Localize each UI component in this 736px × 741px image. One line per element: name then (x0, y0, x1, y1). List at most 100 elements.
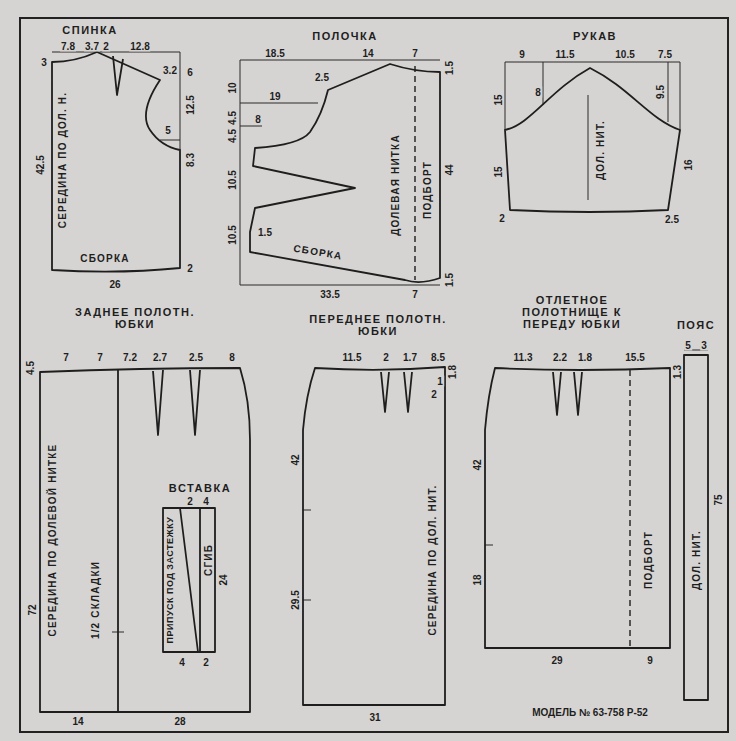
dimension-number: 4 (202, 496, 210, 507)
reference-line (52, 52, 708, 632)
pattern-piece: ПОЯСДОЛ. НИТ. (678, 312, 726, 704)
fold-dashed-line (629, 370, 630, 648)
pattern-outline (113, 56, 123, 95)
dimension-number: 26 (108, 279, 121, 290)
pattern-outline (303, 367, 445, 705)
dimension-number: 2 (498, 213, 506, 224)
sheet-frame (20, 18, 728, 732)
piece-title: ОТЛЕТНОЕ ПОЛОТНИЩЕ К ПЕРЕДУ ЮБКИ (509, 294, 636, 330)
dimension-number: 7.5 (657, 49, 673, 60)
dimension-number: 18 (472, 573, 483, 586)
reference-line (240, 60, 440, 61)
pattern-outline (199, 508, 201, 652)
piece-title: ЗАДНЕЕ ПОЛОТН. ЮБКИ (59, 306, 211, 330)
dimension-number: 10.5 (227, 169, 238, 190)
piece-title: ПЕРЕДНЕЕ ПОЛОТН. ЮБКИ (302, 313, 454, 337)
pattern-outline (180, 508, 198, 652)
piece-note: СБОРКА (79, 253, 130, 264)
dimension-number: 10.5 (614, 49, 635, 60)
dimension-number: 4.5 (227, 110, 238, 126)
pattern-piece: ВСТАВКАПРИПУСК ПОД ЗАСТЕЖКУСГИБ (155, 480, 243, 670)
reference-line (180, 52, 181, 150)
pattern-outline (505, 68, 680, 212)
piece-title: ВСТАВКА (159, 482, 241, 494)
dimension-number: 2.5 (188, 352, 204, 363)
dimension-number: 12.8 (129, 41, 150, 52)
dimension-number: 16 (683, 158, 694, 171)
dimension-number: 8 (228, 352, 236, 363)
dimension-number: 1 (436, 376, 444, 387)
dimension-number: 5 (684, 340, 692, 351)
pattern-outline (117, 370, 119, 712)
reference-line (668, 62, 669, 122)
pattern-outline (163, 508, 215, 652)
pattern-outline (40, 368, 250, 712)
reference-line (240, 60, 241, 285)
dimension-number: 42 (290, 453, 301, 466)
pattern-outline (485, 368, 670, 648)
reference-line (588, 95, 589, 200)
dimension-number: 18.5 (264, 48, 285, 59)
dimension-number: 1.7 (402, 352, 418, 363)
dimension-number: 1.3 (672, 364, 683, 380)
model-caption: МОДЕЛЬ № 63-758 Р-52 (531, 707, 649, 718)
reference-line (52, 52, 180, 53)
dimension-number: 8 (254, 114, 262, 125)
dimension-number: 5 (164, 125, 172, 136)
pattern-outline (190, 370, 200, 435)
piece-title: РУКАВ (549, 30, 641, 42)
reference-line (303, 600, 311, 601)
dimension-number: 75 (713, 493, 724, 506)
pattern-outline (684, 355, 708, 700)
dimension-number: 3.7 (84, 41, 100, 52)
pattern-outline (381, 372, 389, 412)
reference-line (160, 140, 180, 141)
dimension-number: 9 (646, 655, 654, 666)
dimension-number: 11.3 (513, 352, 534, 363)
dimension-number: 14 (361, 48, 374, 59)
dimension-number: 2 (186, 496, 194, 507)
dimension-number: 2.7 (152, 352, 168, 363)
reference-line (240, 126, 262, 127)
pattern-outline (553, 372, 561, 415)
dimension-number: 1.8 (577, 352, 593, 363)
pattern-outline (250, 64, 440, 282)
dimension-number: 7 (411, 48, 419, 59)
piece-note: ПОДБОРТ (643, 530, 654, 590)
piece-note: СЕРЕДИНА ПО ДОЛЕВОЙ НИТКЕ (47, 443, 58, 638)
dimension-number: 4 (178, 657, 186, 668)
piece-title: ПОЯС (670, 319, 722, 331)
pattern-piece: ПОЛОЧКАДОЛЕВАЯ НИТКАПОДБОРТСБОРКА (226, 26, 464, 302)
dimension-number: 2 (430, 389, 438, 400)
reference-line (485, 545, 493, 546)
reference-line (505, 62, 680, 63)
dimension-number: 10.5 (227, 224, 238, 245)
reference-line (543, 62, 544, 105)
reference-line (680, 62, 681, 130)
dimension-number: 29.5 (290, 589, 301, 610)
dimension-number: 15 (493, 165, 504, 178)
fold-dashed-line (414, 66, 415, 280)
dimension-number: 6 (186, 67, 194, 78)
dimension-number: 11.5 (342, 352, 363, 363)
dimension-number: 3.2 (162, 65, 178, 76)
dimension-number: 2 (202, 657, 210, 668)
dimension-number: 7 (96, 352, 104, 363)
dimension-number: 14 (71, 716, 84, 727)
dimension-number: 15.5 (624, 352, 645, 363)
dimension-number: 28 (173, 716, 186, 727)
dimension-number: 8 (534, 87, 542, 98)
dimension-number: 4.5 (227, 128, 238, 144)
dimension-number: 7 (411, 289, 419, 300)
dimension-number: 7 (62, 352, 70, 363)
dimension-number: 10 (227, 81, 238, 94)
dimension-number: 3 (40, 57, 48, 68)
piece-note: СЕРЕДИНА ПО ДОЛ. НИТ. (427, 483, 438, 636)
dimension-number: 2 (186, 263, 194, 274)
dimension-number: 2.2 (552, 352, 568, 363)
dimension-number: 3 (700, 340, 708, 351)
dimension-number: 8.3 (185, 152, 196, 168)
